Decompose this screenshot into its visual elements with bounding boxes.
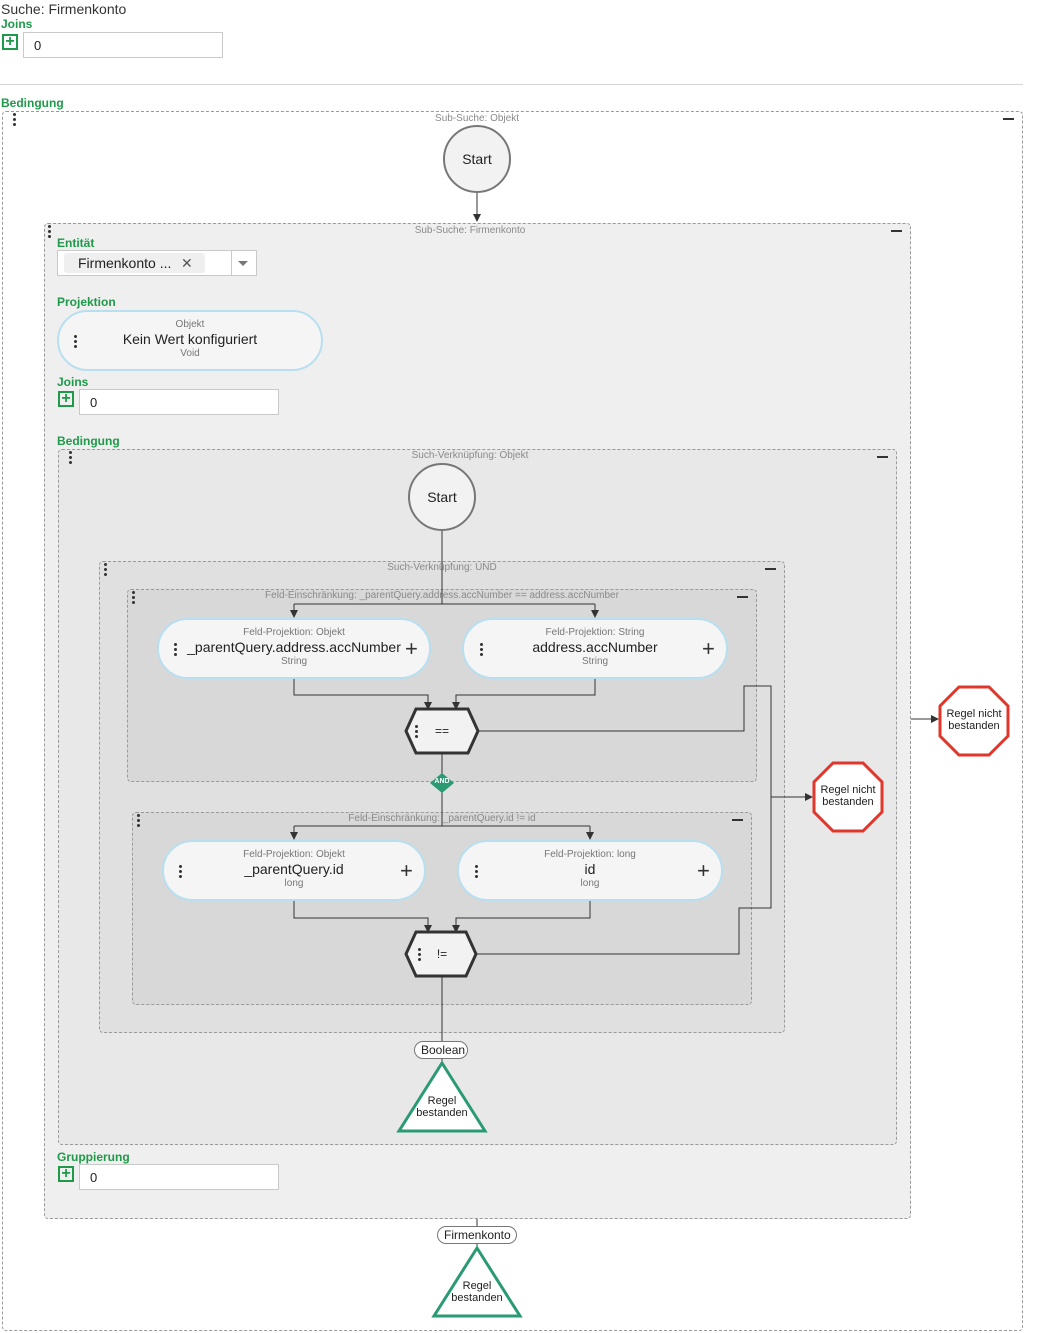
edge-right-to-eq bbox=[452, 679, 596, 710]
projection-kind: Objekt bbox=[175, 319, 205, 330]
search-link-menu-icon[interactable] bbox=[69, 451, 73, 466]
right-projection-1-type: String bbox=[581, 656, 609, 667]
right-projection-2-menu-icon[interactable] bbox=[475, 865, 479, 880]
chevron-down-icon[interactable] bbox=[238, 261, 248, 266]
entity-label: Entität bbox=[57, 236, 95, 250]
right-projection-2-kind: Feld-Projektion: long bbox=[544, 849, 636, 860]
inner-condition-label: Bedingung bbox=[57, 434, 120, 448]
edge-ops-to-merge bbox=[476, 685, 772, 955]
right-projection-1-value: address.accNumber bbox=[532, 639, 658, 655]
left-projection-2-kind: Feld-Projektion: Objekt bbox=[243, 849, 345, 860]
entity-chip: Firmenkonto ... ✕ bbox=[64, 253, 205, 273]
neq-operator-node bbox=[404, 930, 478, 978]
inner-joins-input[interactable]: 0 bbox=[79, 389, 279, 415]
left-projection-1-type: String bbox=[280, 656, 308, 667]
left-projection-2-value: _parentQuery.id bbox=[244, 861, 344, 877]
outer-collapse-icon[interactable] bbox=[1003, 118, 1014, 120]
left-projection-1[interactable]: Feld-Projektion: Objekt _parentQuery.add… bbox=[157, 618, 431, 679]
entity-select[interactable]: Firmenkonto ... ✕ bbox=[57, 250, 257, 276]
inner-sub-search-label: Sub-Suche: Firmenkonto bbox=[414, 225, 526, 236]
right-projection-2-add-icon[interactable]: + bbox=[697, 858, 710, 883]
inner-pass-node bbox=[396, 1060, 488, 1133]
eq-menu-icon[interactable] bbox=[415, 725, 419, 740]
right-projection-2[interactable]: Feld-Projektion: long id long + bbox=[457, 840, 723, 901]
restriction1-collapse-icon[interactable] bbox=[737, 596, 748, 598]
inner-start-node bbox=[408, 463, 476, 531]
left-projection-1-value: _parentQuery.address.accNumber bbox=[187, 639, 401, 655]
inner-collapse-icon[interactable] bbox=[891, 230, 902, 232]
firmenkonto-result-label: Firmenkonto bbox=[437, 1226, 517, 1244]
left-projection-2[interactable]: Feld-Projektion: Objekt _parentQuery.id … bbox=[162, 840, 426, 901]
and-group-menu-icon[interactable] bbox=[104, 563, 108, 578]
grouping-input[interactable]: 0 bbox=[79, 1164, 279, 1190]
and-diamond bbox=[430, 773, 454, 793]
add-join-icon[interactable]: + bbox=[2, 34, 18, 50]
entity-chip-text: Firmenkonto ... bbox=[78, 255, 172, 271]
outer-start-node bbox=[443, 125, 511, 193]
edge-left-to-eq bbox=[293, 679, 432, 710]
inner-menu-icon[interactable] bbox=[48, 225, 52, 240]
outer-fail-label: Regel nicht bestanden bbox=[946, 708, 1002, 732]
projection-node[interactable]: Objekt Kein Wert konfiguriert Void bbox=[57, 310, 323, 371]
remove-entity-icon[interactable]: ✕ bbox=[181, 255, 193, 271]
neq-operator-label: != bbox=[436, 947, 448, 961]
projection-type: Void bbox=[180, 348, 200, 359]
left-projection-2-menu-icon[interactable] bbox=[179, 865, 183, 880]
outer-menu-icon[interactable] bbox=[13, 113, 17, 128]
projection-value: Kein Wert konfiguriert bbox=[122, 331, 258, 347]
left-projection-2-add-icon[interactable]: + bbox=[400, 858, 413, 883]
outer-start-label: Start bbox=[462, 151, 492, 167]
left-projection-1-menu-icon[interactable] bbox=[174, 643, 178, 658]
inner-fail-label: Regel nicht bestanden bbox=[820, 784, 876, 808]
right-projection-2-type: long bbox=[580, 878, 600, 889]
restriction2-collapse-icon[interactable] bbox=[732, 819, 743, 821]
divider bbox=[0, 84, 1023, 85]
boolean-result-label: Boolean bbox=[414, 1041, 468, 1059]
outer-pass-node bbox=[431, 1245, 523, 1318]
restriction2-menu-icon[interactable] bbox=[137, 814, 141, 829]
inner-joins-label: Joins bbox=[57, 375, 89, 389]
eq-operator-node bbox=[404, 707, 480, 755]
outer-fail-node bbox=[938, 685, 1010, 757]
inner-pass-label: Regel bestanden bbox=[416, 1095, 468, 1119]
search-link-label: Such-Verknüpfung: Objekt bbox=[411, 450, 529, 461]
left-projection-1-add-icon[interactable]: + bbox=[405, 636, 418, 661]
left-projection-1-kind: Feld-Projektion: Objekt bbox=[243, 627, 345, 638]
projection-label: Projektion bbox=[57, 295, 116, 309]
right-projection-2-value: id bbox=[584, 861, 596, 877]
restriction1-menu-icon[interactable] bbox=[132, 591, 136, 606]
projection-menu-icon[interactable] bbox=[74, 335, 78, 350]
right-projection-1-menu-icon[interactable] bbox=[480, 643, 484, 658]
right-projection-1[interactable]: Feld-Projektion: String address.accNumbe… bbox=[462, 618, 728, 679]
select-separator bbox=[231, 251, 232, 275]
neq-menu-icon[interactable] bbox=[418, 948, 422, 963]
edge-right-to-neq bbox=[452, 901, 591, 933]
add-inner-join-icon[interactable]: + bbox=[58, 391, 74, 407]
joins-input[interactable]: 0 bbox=[23, 32, 223, 58]
right-projection-1-add-icon[interactable]: + bbox=[702, 636, 715, 661]
and-badge-label: AND bbox=[434, 778, 450, 785]
and-group-collapse-icon[interactable] bbox=[765, 568, 776, 570]
outer-pass-label: Regel bestanden bbox=[451, 1280, 503, 1304]
inner-start-label: Start bbox=[427, 489, 457, 505]
right-projection-1-kind: Feld-Projektion: String bbox=[545, 627, 645, 638]
edge-left-to-neq bbox=[293, 901, 432, 933]
add-grouping-icon[interactable]: + bbox=[58, 1166, 74, 1182]
left-projection-2-type: long bbox=[284, 878, 304, 889]
page-title: Suche: Firmenkonto bbox=[1, 1, 127, 17]
joins-label: Joins bbox=[1, 17, 33, 31]
inner-fail-node bbox=[812, 761, 884, 833]
search-link-collapse-icon[interactable] bbox=[877, 456, 888, 458]
condition-label: Bedingung bbox=[1, 96, 64, 110]
grouping-label: Gruppierung bbox=[57, 1150, 130, 1164]
outer-sub-search-label: Sub-Suche: Objekt bbox=[435, 113, 519, 124]
eq-operator-label: == bbox=[434, 724, 449, 738]
